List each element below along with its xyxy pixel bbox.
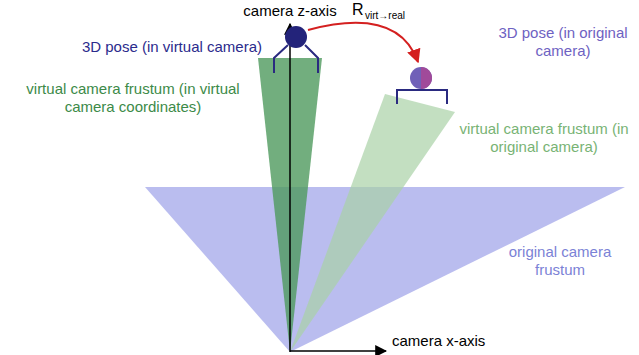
virtual-pose-head (285, 26, 307, 48)
z-axis (289, 24, 291, 352)
rotation-subscript: virt→real (365, 10, 405, 22)
original-pose-head-half (421, 67, 432, 89)
frustum-label: original camera frustum (505, 243, 615, 279)
rotation-symbol: R (352, 0, 364, 19)
pose-label: 3D pose (in original camera) (492, 24, 634, 60)
original-pose-head (410, 67, 432, 89)
axis-label: camera x-axis (392, 332, 522, 350)
frustum-label: virtual camera frustum (in original came… (452, 120, 636, 156)
x-axis (290, 350, 386, 352)
pose-label: 3D pose (in virtual camera) (30, 38, 262, 56)
frustum-label: virtual camera frustum (in virtual camer… (18, 80, 248, 116)
original-pose (397, 90, 447, 104)
axis-label: camera z-axis (222, 2, 358, 20)
rotated-virtual-frustum (290, 94, 455, 352)
virtual-pose (274, 45, 318, 73)
rotation-arrow (308, 23, 418, 62)
